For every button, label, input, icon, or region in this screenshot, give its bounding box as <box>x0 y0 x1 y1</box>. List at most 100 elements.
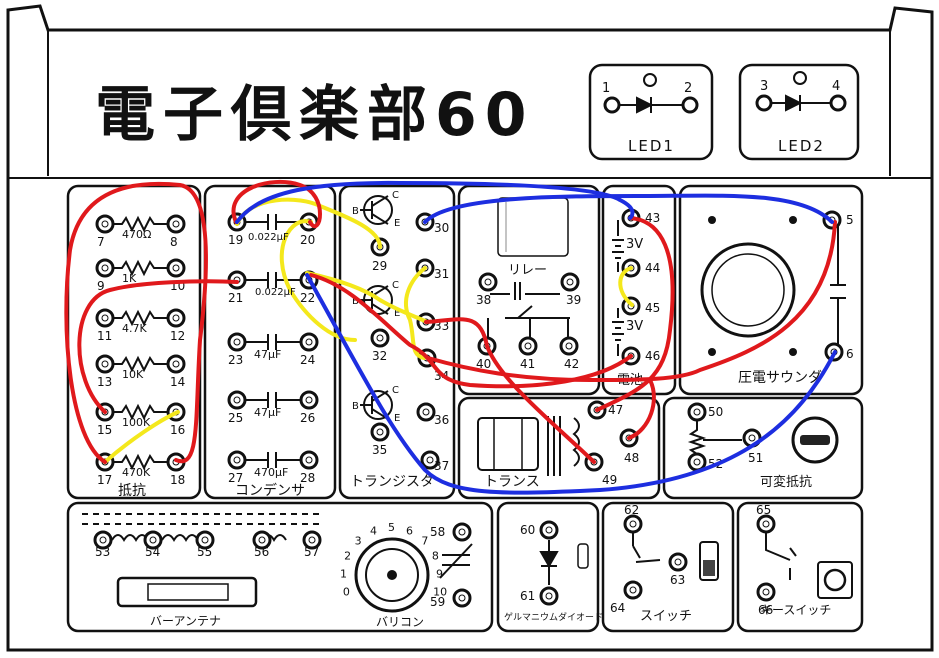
terminal-60[interactable]: 60 <box>520 520 559 540</box>
variable-resistor-section <box>662 396 864 500</box>
terminal-32[interactable]: 32 <box>370 328 390 363</box>
terminal-58[interactable]: 58 <box>430 522 472 542</box>
dial-number: 7 <box>421 534 428 547</box>
terminal-label: 47 <box>608 403 623 417</box>
terminal-38[interactable]: 38 <box>476 272 498 307</box>
wire-blue <box>423 193 834 224</box>
resistor-value: 10K <box>122 368 144 381</box>
terminal-37[interactable]: 37 <box>420 450 449 473</box>
dial-number: 9 <box>436 567 443 580</box>
wire-red <box>595 216 675 412</box>
terminal-62[interactable]: 62 <box>623 503 643 534</box>
terminal-27[interactable]: 27 <box>227 450 247 485</box>
capacitor-value: 470μF <box>254 466 288 479</box>
dial-number: 6 <box>406 524 413 537</box>
terminal-label: 62 <box>624 503 639 517</box>
terminal-66[interactable]: 66 <box>756 582 776 617</box>
relay-body <box>497 197 569 257</box>
terminal-label: 44 <box>645 261 660 275</box>
terminal-label: 56 <box>254 545 269 559</box>
terminal-label: 16 <box>170 423 185 437</box>
terminal-label: 21 <box>228 291 243 305</box>
led-icon <box>619 96 683 114</box>
terminal-8[interactable]: 8 <box>166 214 186 249</box>
terminal-label: 28 <box>300 471 315 485</box>
germanium-section <box>496 501 600 633</box>
resistor-value: 470K <box>122 466 151 479</box>
terminal-label: 5 <box>846 213 854 227</box>
terminal-label: 38 <box>476 293 491 307</box>
terminal-11[interactable]: 11 <box>95 308 115 343</box>
terminal-63[interactable]: 63 <box>668 552 688 587</box>
terminal-label: 50 <box>708 405 723 419</box>
terminal-35[interactable]: 35 <box>370 422 390 457</box>
terminal-label: 26 <box>300 411 315 425</box>
terminal-41[interactable]: 41 <box>518 336 538 371</box>
terminal-label: 11 <box>97 329 112 343</box>
terminal-53[interactable]: 53 <box>93 530 113 559</box>
dial-number: 3 <box>355 534 362 547</box>
terminal-23[interactable]: 23 <box>227 332 247 367</box>
terminal-14[interactable]: 14 <box>166 354 186 389</box>
terminal-3[interactable] <box>755 94 773 112</box>
bar-antenna-rod <box>116 576 258 608</box>
terminal-65[interactable]: 65 <box>756 503 776 534</box>
wire-red <box>77 279 239 414</box>
terminal-label: 61 <box>520 589 535 603</box>
switch-group: スイッチ <box>632 532 719 624</box>
terminal-label: 49 <box>602 473 617 487</box>
terminal-13[interactable]: 13 <box>95 354 115 389</box>
terminal-59[interactable]: 59 <box>430 588 472 609</box>
terminal-57[interactable]: 57 <box>302 530 322 559</box>
terminal-26[interactable]: 26 <box>299 390 319 425</box>
terminal-2[interactable] <box>681 96 699 114</box>
wire-red <box>426 220 837 382</box>
terminal-12[interactable]: 12 <box>166 308 186 343</box>
svg-text:E: E <box>394 218 400 229</box>
dial-number: 2 <box>344 549 351 562</box>
terminal-label: 64 <box>610 601 625 615</box>
svg-text:E: E <box>394 413 400 424</box>
terminal-9[interactable]: 9 <box>95 258 115 293</box>
relay-label: リレー <box>508 263 547 278</box>
terminal-label: 29 <box>372 259 387 273</box>
switch-section <box>601 501 735 633</box>
terminal-39[interactable]: 39 <box>560 272 581 307</box>
terminal-42[interactable]: 42 <box>559 336 579 371</box>
terminal-label: 14 <box>170 375 185 389</box>
terminal-label: 22 <box>300 291 315 305</box>
terminal-56[interactable]: 56 <box>252 530 272 559</box>
transformer-symbol <box>547 416 580 476</box>
terminal-7[interactable]: 7 <box>95 214 115 249</box>
terminal-24[interactable]: 24 <box>299 332 319 367</box>
board-outline <box>6 4 934 652</box>
terminal-4[interactable] <box>829 94 847 112</box>
terminal-label: 8 <box>170 235 178 249</box>
variable-resistor-group: 可変抵抗 <box>687 416 839 490</box>
transistor-section <box>338 184 456 500</box>
terminal-25[interactable]: 25 <box>227 390 247 425</box>
terminal-64[interactable]: 64 <box>610 580 643 615</box>
terminal-label: 25 <box>228 411 243 425</box>
terminal-label: 54 <box>145 545 160 559</box>
wire-yellow <box>103 410 180 464</box>
terminal-61[interactable]: 61 <box>520 586 559 606</box>
svg-text:2: 2 <box>684 81 692 96</box>
antenna-label: バーアンテナ <box>150 614 221 628</box>
capacitor-value: 47μF <box>254 348 281 361</box>
terminal-50[interactable]: 50 <box>687 402 723 422</box>
resistor-symbol <box>113 403 168 421</box>
led2-panel: 3 4 LED2 <box>738 63 860 161</box>
terminal-36[interactable]: 36 <box>416 402 449 427</box>
terminal-label: 36 <box>434 413 449 427</box>
dial-number: 4 <box>370 524 377 537</box>
terminal-28[interactable]: 28 <box>299 450 319 485</box>
terminal-55[interactable]: 55 <box>195 530 215 559</box>
terminal-54[interactable]: 54 <box>143 530 163 559</box>
terminal-label: 20 <box>300 233 315 247</box>
transformer-group: トランス <box>477 416 580 490</box>
terminal-40[interactable]: 40 <box>476 336 497 371</box>
wire-blue <box>235 180 635 224</box>
terminal-1[interactable] <box>603 96 621 114</box>
